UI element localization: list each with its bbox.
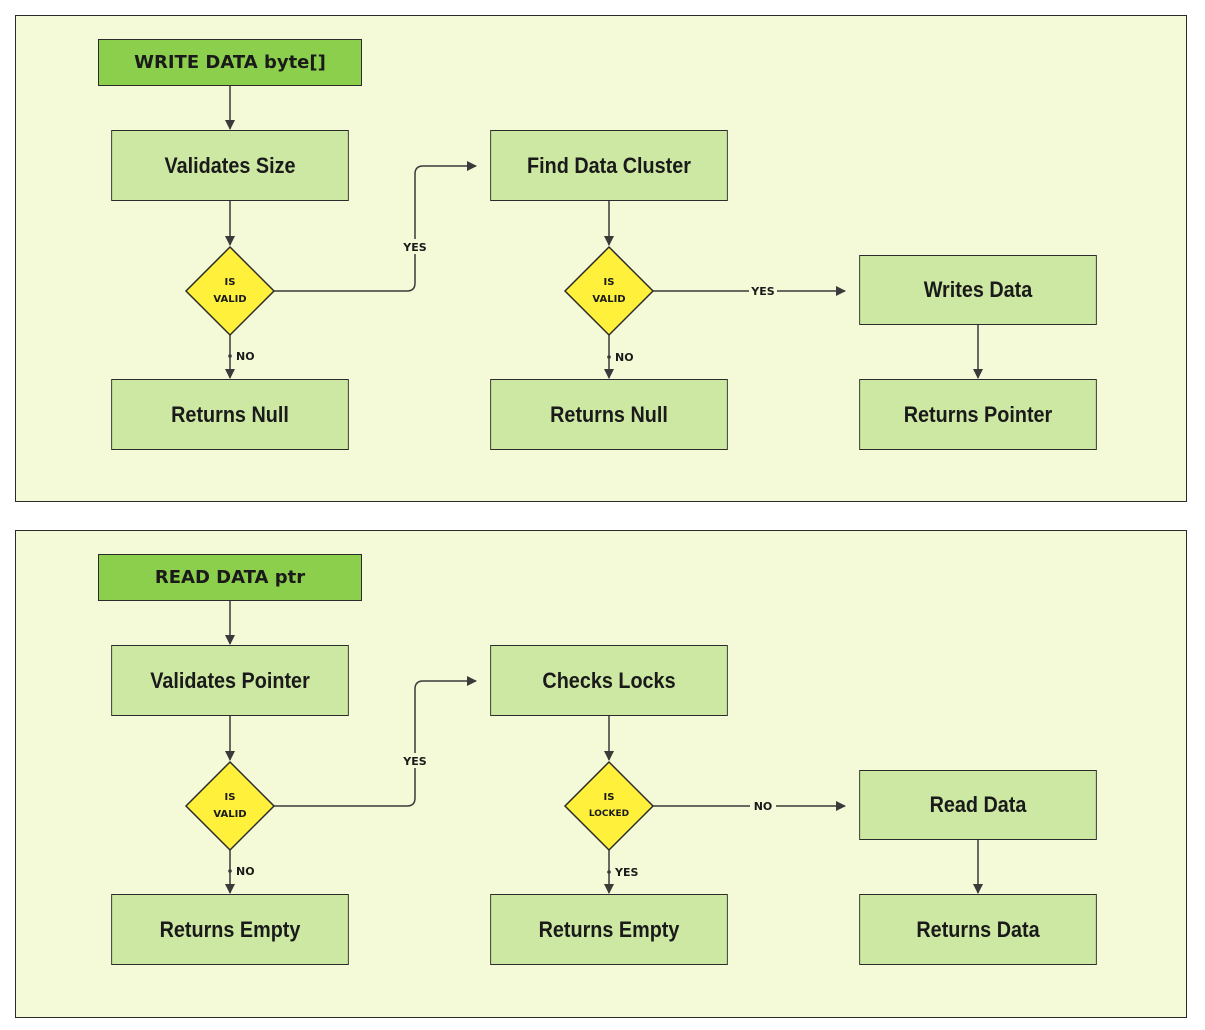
edge-label-no: NO [236,350,255,363]
edge-label-no: NO [615,351,634,364]
returns-empty-node: Returns Empty [111,894,349,965]
edge-label-yes: YES [402,241,426,254]
edge-label-no: NO [236,865,255,878]
returns-empty-node: Returns Empty [490,894,728,965]
edge-label-no: NO [754,800,773,813]
decision-text-line2: VALID [213,809,246,820]
edge-dot [607,870,611,874]
edge-decision-yes-to-checks [274,676,477,807]
writes-data-node: Writes Data [859,255,1097,325]
write-start-node: WRITE DATA byte[] [98,39,362,86]
decision-is-valid [184,760,276,852]
edge-dot [607,355,611,359]
returns-null-node: Returns Null [111,379,349,450]
edge-dot [228,354,232,358]
edge-label-yes: YES [614,866,638,879]
edge-dot [228,869,232,873]
returns-null-node: Returns Null [490,379,728,450]
edge-decision-yes-to-find [274,161,477,292]
returns-pointer-node: Returns Pointer [859,379,1097,450]
decision-text-line2: LOCKED [589,809,629,819]
returns-data-node: Returns Data [859,894,1097,965]
label-bg [750,799,776,813]
decision-is-valid [184,245,276,337]
decision-text-line2: VALID [592,294,625,305]
find-data-cluster-node: Find Data Cluster [490,130,728,201]
decision-text-line1: IS [225,792,236,803]
checks-locks-node: Checks Locks [490,645,728,716]
label-bg [749,284,777,298]
decision-is-valid [563,245,655,337]
read-data-node: Read Data [859,770,1097,840]
decision-text-line1: IS [604,277,615,288]
label-bg [401,239,429,254]
decision-text-line2: VALID [213,294,246,305]
validates-size-node: Validates Size [111,130,349,201]
decision-text-line1: IS [604,792,615,803]
validates-pointer-node: Validates Pointer [111,645,349,716]
label-bg [401,753,429,768]
decision-is-locked [563,760,655,852]
edge-label-yes: YES [750,285,774,298]
read-start-node: READ DATA ptr [98,554,362,601]
decision-text-line1: IS [225,277,236,288]
edge-label-yes: YES [402,755,426,768]
